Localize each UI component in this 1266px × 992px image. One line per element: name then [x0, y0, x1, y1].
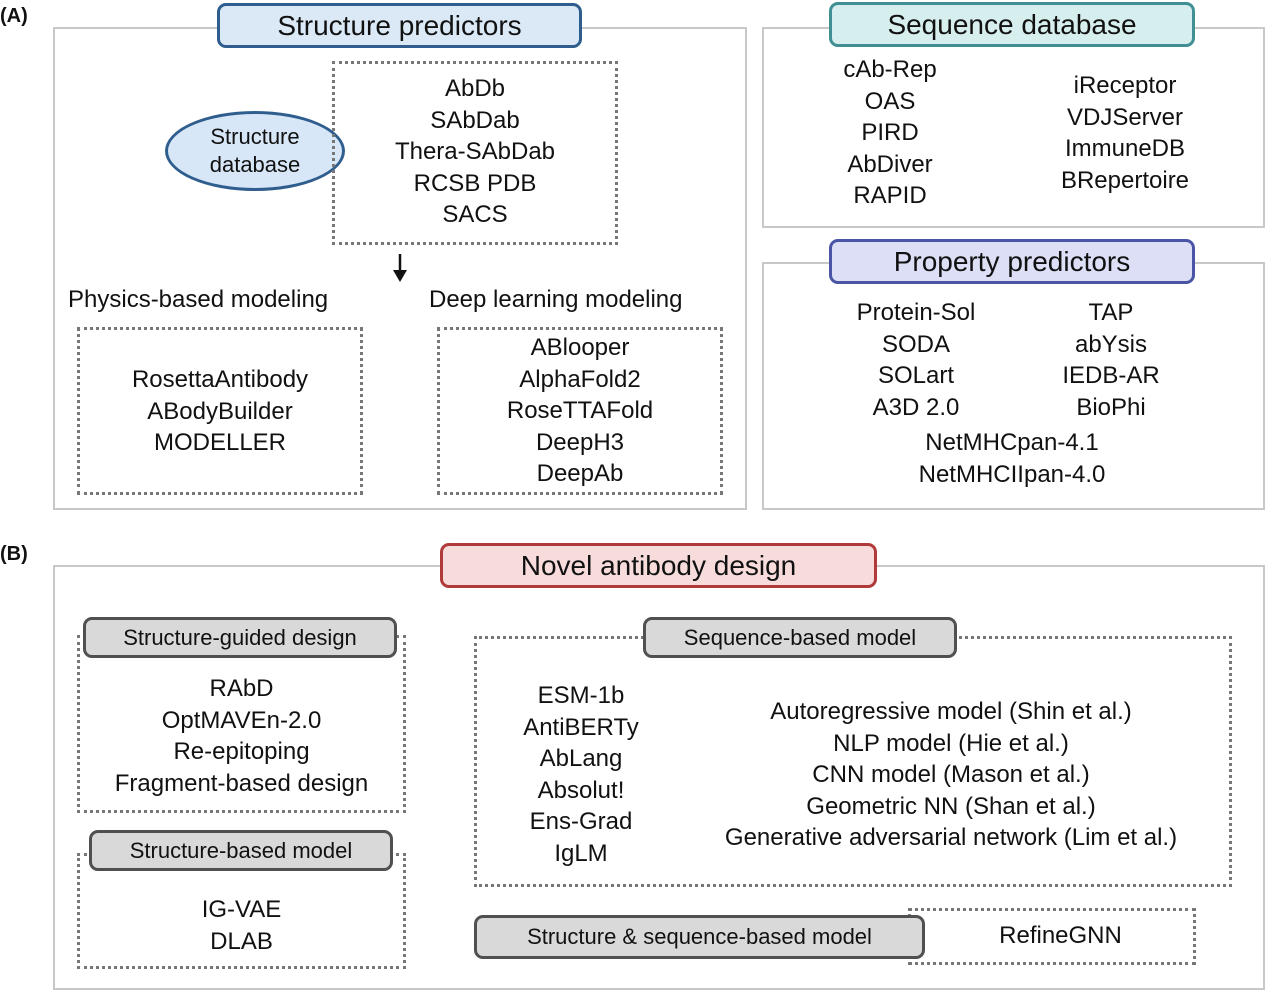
structure-based-title: Structure-based model: [89, 830, 393, 871]
list-item: AlphaFold2: [519, 365, 641, 393]
list-item: DeepAb: [536, 460, 624, 487]
sequence-based-title: Sequence-based model: [643, 617, 957, 658]
deep-learning-modeling-box: [437, 327, 723, 495]
physics-modeling-list: RosettaAntibody ABodyBuilder MODELLER: [77, 364, 363, 459]
sequence-based-left-list: ESM-1b AntiBERTy AbLang Absolut! Ens-Gra…: [501, 680, 661, 869]
property-predictors-right-list: TAP abYsis IEDB-AR BioPhi: [1011, 297, 1211, 423]
sequence-database-left-list: cAb-Rep OAS PIRD AbDiver RAPID: [790, 54, 990, 212]
list-item: ESM-1b: [537, 682, 625, 709]
list-item: IEDB-AR: [1062, 362, 1160, 389]
list-item: Ens-Grad: [529, 808, 633, 835]
structure-guided-list: RAbD OptMAVEn-2.0 Re-epitoping Fragment-…: [77, 673, 406, 799]
structure-db-list-box: [332, 61, 618, 245]
list-item: ABlooper: [530, 334, 630, 361]
list-item: TAP: [1088, 299, 1134, 326]
struct-seq-title: Structure & sequence-based model: [474, 915, 925, 959]
list-item: SOLart: [877, 362, 955, 389]
list-item: DeepH3: [535, 428, 625, 456]
physics-modeling-heading: Physics-based modeling: [68, 286, 329, 313]
list-item: NetMHCpan-4.1: [925, 429, 1099, 456]
list-item: AntiBERTy: [523, 713, 639, 741]
panel-b-label: (B): [0, 543, 28, 565]
list-item: AbLang: [539, 745, 623, 772]
structure-predictors-title: Structure predictors: [217, 3, 582, 48]
structure-db-label-line2: database: [209, 152, 301, 177]
panel-a-label: (A): [0, 5, 28, 27]
list-item: ImmuneDB: [1064, 135, 1186, 162]
property-predictors-title: Property predictors: [829, 239, 1195, 284]
list-item: Re-epitoping: [173, 738, 310, 765]
list-item: BioPhi: [1076, 393, 1146, 421]
novel-design-title: Novel antibody design: [440, 543, 877, 588]
list-item: RefineGNN: [999, 922, 1122, 949]
list-item: iReceptor: [1073, 72, 1177, 99]
list-item: MODELLER: [153, 429, 287, 456]
structure-db-label-line1: Structure: [210, 124, 300, 149]
list-item: NetMHCIIpan-4.0: [918, 460, 1106, 488]
list-item: ABodyBuilder: [147, 397, 293, 425]
list-item: PIRD: [861, 119, 919, 146]
list-item: SACS: [442, 201, 508, 228]
list-item: IG-VAE: [201, 896, 282, 923]
structure-db-list: AbDb SAbDab Thera-SAbDab RCSB PDB SACS: [332, 73, 618, 231]
struct-seq-list: RefineGNN: [925, 920, 1196, 952]
list-item: Absolut!: [537, 776, 625, 804]
structure-based-list: IG-VAE DLAB: [77, 894, 406, 957]
sequence-database-title: Sequence database: [829, 2, 1195, 47]
list-item: NLP model (Hie et al.): [833, 729, 1069, 757]
property-predictors-bottom-list: NetMHCpan-4.1 NetMHCIIpan-4.0: [862, 427, 1162, 490]
list-item: OAS: [864, 87, 916, 115]
list-item: DLAB: [210, 927, 273, 955]
list-item: RCSB PDB: [413, 169, 537, 197]
physics-modeling-box: [77, 327, 363, 495]
list-item: A3D 2.0: [872, 393, 960, 421]
property-predictors-left-list: Protein-Sol SODA SOLart A3D 2.0: [816, 297, 1016, 423]
list-item: cAb-Rep: [843, 56, 937, 83]
list-item: CNN model (Mason et al.): [812, 761, 1090, 788]
down-arrow-icon: [393, 254, 407, 282]
structure-database-ellipse: Structure database: [165, 111, 345, 191]
list-item: RAbD: [209, 675, 274, 702]
list-item: Thera-SAbDab: [394, 138, 556, 165]
deep-learning-modeling-heading: Deep learning modeling: [429, 286, 683, 313]
deep-learning-modeling-list: ABlooper AlphaFold2 RoseTTAFold DeepH3 D…: [437, 332, 723, 490]
list-item: IgLM: [554, 839, 608, 867]
list-item: OptMAVEn-2.0: [161, 706, 322, 734]
list-item: SODA: [881, 330, 950, 358]
list-item: AbDiver: [847, 150, 933, 178]
list-item: RAPID: [853, 182, 927, 209]
list-item: RosettaAntibody: [131, 366, 309, 393]
list-item: BRepertoire: [1060, 166, 1190, 194]
list-item: Geometric NN (Shan et al.): [806, 792, 1096, 820]
list-item: abYsis: [1074, 330, 1148, 358]
list-item: Protein-Sol: [856, 299, 976, 326]
list-item: VDJServer: [1066, 103, 1184, 131]
list-item: SAbDab: [430, 106, 520, 134]
list-item: Fragment-based design: [114, 769, 369, 797]
structure-guided-title: Structure-guided design: [83, 617, 397, 658]
list-item: AbDb: [444, 75, 506, 102]
sequence-based-right-list: Autoregressive model (Shin et al.) NLP m…: [676, 696, 1226, 854]
list-item: Generative adversarial network (Lim et a…: [724, 824, 1178, 851]
list-item: RoseTTAFold: [506, 397, 654, 424]
list-item: Autoregressive model (Shin et al.): [770, 698, 1132, 725]
sequence-database-right-list: iReceptor VDJServer ImmuneDB BRepertoire: [1025, 70, 1225, 196]
